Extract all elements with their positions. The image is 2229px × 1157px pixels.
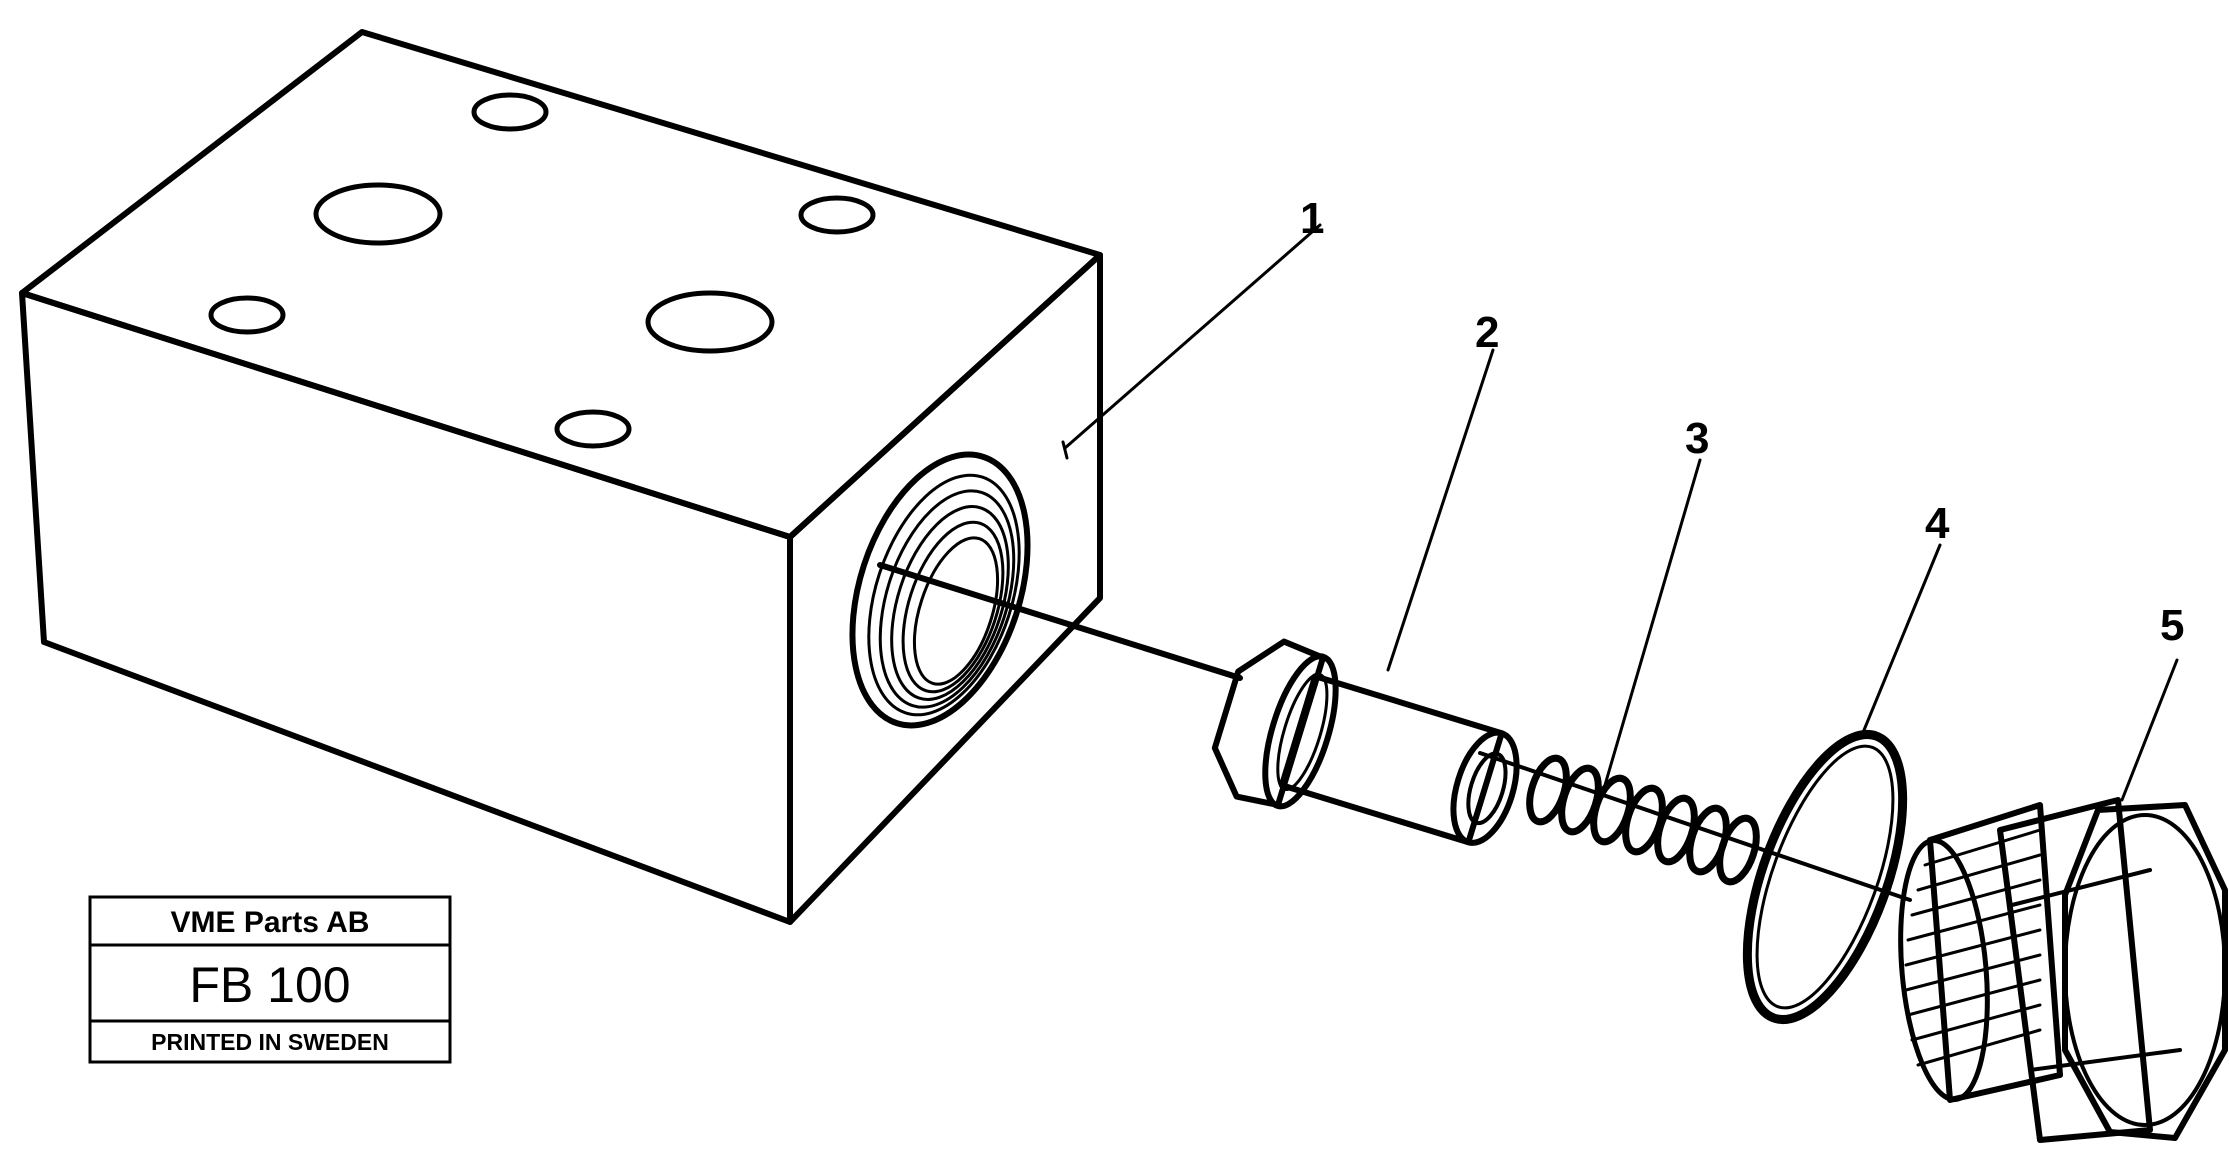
printed-note: PRINTED IN SWEDEN	[151, 1029, 389, 1055]
leader-line-2	[1386, 348, 1495, 672]
o-ring	[1742, 729, 1908, 1025]
assembly-axis	[877, 562, 1243, 681]
top-hole	[471, 92, 549, 132]
top-hole	[798, 195, 876, 235]
callout-2: 2	[1475, 308, 1499, 357]
leader-line-5	[2120, 658, 2179, 802]
top-hole	[313, 182, 443, 246]
leader-line-1	[1063, 223, 1322, 450]
callout-1: 1	[1300, 194, 1324, 243]
callout-5: 5	[2160, 601, 2184, 650]
leader-tick-1	[1061, 440, 1069, 460]
company-name: VME Parts AB	[171, 906, 370, 939]
title-block: VME Parts AB FB 100 PRINTED IN SWEDEN	[88, 895, 452, 1064]
leader-line-4	[1860, 543, 1942, 737]
callout-4: 4	[1925, 499, 1950, 548]
spring	[1526, 754, 1760, 886]
threaded-port	[849, 451, 1031, 729]
leader-line-3	[1603, 458, 1702, 787]
plug	[1898, 797, 2228, 1143]
top-hole	[208, 295, 286, 335]
top-hole	[645, 290, 775, 354]
piston	[1211, 638, 1520, 846]
drawing-code: FB 100	[189, 957, 350, 1013]
top-hole	[554, 409, 632, 449]
leader-lines	[1061, 223, 2179, 802]
valve-block	[19, 29, 1103, 925]
callout-3: 3	[1685, 414, 1709, 463]
